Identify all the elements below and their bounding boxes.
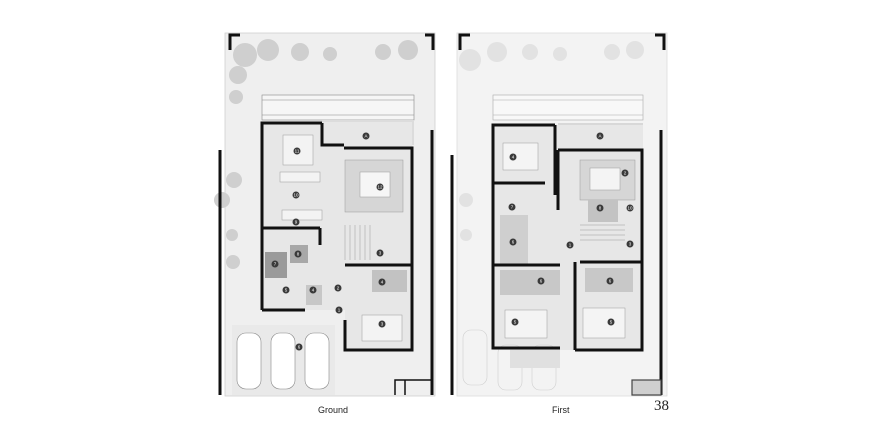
ground-site-walls <box>218 33 435 395</box>
ground-cars <box>236 332 330 390</box>
first-floor-plan: A 4 2 8 10 7 6 1 3 6 6 5 5 <box>450 32 668 397</box>
badge-balcony: A <box>596 132 604 140</box>
badge-hall-label: 2 <box>337 286 340 291</box>
badge-garage: 6 <box>295 343 303 351</box>
badge-first-stair: 3 <box>626 240 634 248</box>
badge-ens-left-label: 6 <box>540 279 543 284</box>
badge-ens-right-label: 6 <box>609 279 612 284</box>
badge-bed-right: 5 <box>607 318 615 326</box>
badge-entry-label: 1 <box>338 308 341 313</box>
ground-walls <box>260 121 414 352</box>
badge-study: 5 <box>282 286 290 294</box>
badge-bed-left-label: 5 <box>514 320 517 325</box>
badge-living: 12 <box>376 183 384 191</box>
badge-study-label: 5 <box>285 288 288 293</box>
first-site-walls <box>450 33 666 395</box>
badge-powder: 8 <box>294 250 302 258</box>
first-walls <box>491 123 644 352</box>
badge-dining-label: 11 <box>295 149 300 154</box>
badge-powder-label: 8 <box>297 252 300 257</box>
ground-trees <box>214 39 418 269</box>
page-number: 38 <box>654 398 669 414</box>
badge-laundry: 7 <box>271 260 279 268</box>
first-pergola <box>492 94 644 121</box>
first-floor-caption: First <box>552 405 570 415</box>
ground-floor-plan: A 11 12 10 9 7 8 5 4 2 1 3 4 3 6 <box>214 32 436 397</box>
badge-robe-label: 10 <box>627 206 633 211</box>
badge-family-label: 2 <box>624 171 627 176</box>
badge-stair-label: 3 <box>379 251 382 256</box>
badge-kitchen-label: 10 <box>293 193 299 198</box>
badge-garage-label: 6 <box>298 345 301 350</box>
badge-ensuite: 4 <box>378 278 386 286</box>
first-room-badges: A 4 2 8 10 7 6 1 3 6 6 5 5 <box>508 132 634 326</box>
badge-laundry-label: 7 <box>274 262 277 267</box>
badge-walk-in: 7 <box>508 203 516 211</box>
badge-first-stair-label: 3 <box>629 242 632 247</box>
badge-guest-bed: 3 <box>378 320 386 328</box>
ground-room-badges: A 11 12 10 9 7 8 5 4 2 1 3 4 3 6 <box>271 132 386 351</box>
badge-dining: 11 <box>293 147 301 155</box>
badge-landing-label: 1 <box>569 243 572 248</box>
badge-pantry-label: 9 <box>295 220 298 225</box>
badge-store-label: 4 <box>312 288 315 293</box>
badge-wc-label: 8 <box>599 206 602 211</box>
first-stair <box>580 224 625 241</box>
ground-stair <box>344 225 371 260</box>
badge-bed-left: 5 <box>511 318 519 326</box>
badge-bed-top: 4 <box>509 153 517 161</box>
badge-balcony-label: A <box>598 134 601 139</box>
badge-hall: 2 <box>334 284 342 292</box>
badge-bed-top-label: 4 <box>512 155 515 160</box>
badge-ens-left: 6 <box>537 277 545 285</box>
badge-alfresco-label: A <box>364 134 367 139</box>
badge-walk-in-label: 7 <box>511 205 514 210</box>
first-furniture <box>502 142 636 339</box>
badge-entry: 1 <box>335 306 343 314</box>
badge-bed-right-label: 5 <box>610 320 613 325</box>
badge-ens-right: 6 <box>606 277 614 285</box>
first-entry-steps <box>631 379 662 396</box>
badge-living-label: 12 <box>377 185 383 190</box>
badge-robe: 10 <box>626 204 634 212</box>
ground-entry-steps <box>394 379 432 395</box>
badge-store: 4 <box>309 286 317 294</box>
ground-floor-caption: Ground <box>318 405 349 415</box>
badge-bath-label: 6 <box>512 240 515 245</box>
badge-pantry: 9 <box>292 218 300 226</box>
badge-wc: 8 <box>596 204 604 212</box>
ground-pergola <box>261 94 415 121</box>
badge-alfresco: A <box>362 132 370 140</box>
badge-ensuite-label: 4 <box>381 280 384 285</box>
badge-bath: 6 <box>509 238 517 246</box>
first-trees <box>459 41 644 241</box>
badge-kitchen: 10 <box>292 191 300 199</box>
badge-guest-bed-label: 3 <box>381 322 384 327</box>
badge-stair: 3 <box>376 249 384 257</box>
badge-family: 2 <box>621 169 629 177</box>
ground-furniture <box>279 134 404 342</box>
badge-landing: 1 <box>566 241 574 249</box>
